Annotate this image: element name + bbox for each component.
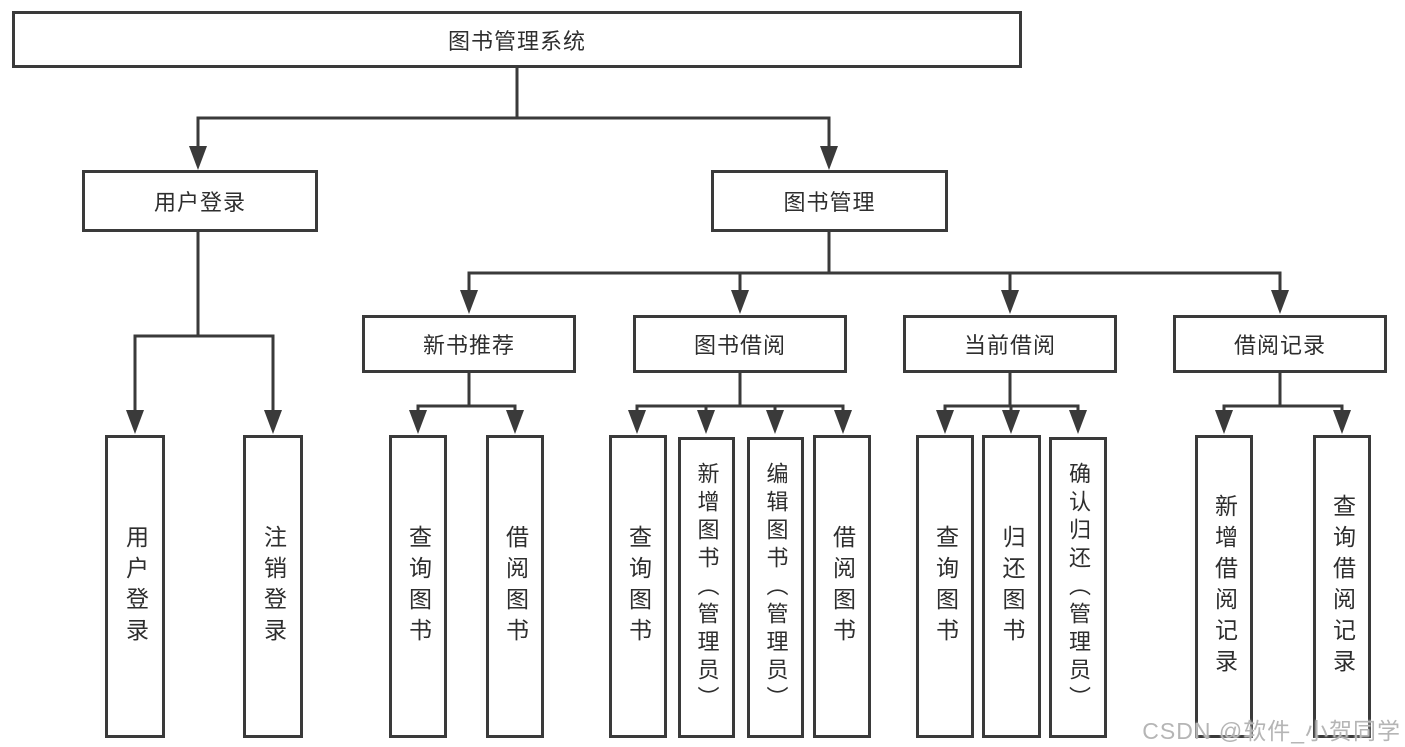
leaf-borrow-add-books-admin: 新增图书（管理员） (678, 437, 735, 738)
node-book-borrow: 图书借阅 (633, 315, 847, 373)
watermark-text: CSDN @软件_小贺同学 (1142, 718, 1401, 744)
leaf-current-confirm-return-admin: 确认归还（管理员） (1049, 437, 1107, 738)
node-book-management: 图书管理 (711, 170, 948, 232)
node-user-login: 用户登录 (82, 170, 318, 232)
leaf-logout: 注销登录 (243, 435, 303, 738)
leaf-user-login: 用户登录 (105, 435, 165, 738)
leaf-borrow-borrow-books: 借阅图书 (813, 435, 871, 738)
leaf-newrec-query-books: 查询图书 (389, 435, 447, 738)
leaf-borrow-edit-books-admin: 编辑图书（管理员） (747, 437, 804, 738)
leaf-current-query-books: 查询图书 (916, 435, 974, 738)
node-new-book-recommend: 新书推荐 (362, 315, 576, 373)
leaf-newrec-borrow-books: 借阅图书 (486, 435, 544, 738)
leaf-borrow-query-books: 查询图书 (609, 435, 667, 738)
node-root: 图书管理系统 (12, 11, 1022, 68)
node-current-borrow: 当前借阅 (903, 315, 1117, 373)
node-borrow-record: 借阅记录 (1173, 315, 1387, 373)
leaf-record-query-borrow-record: 查询借阅记录 (1313, 435, 1371, 738)
leaf-current-return-books: 归还图书 (982, 435, 1041, 738)
leaf-record-add-borrow-record: 新增借阅记录 (1195, 435, 1253, 738)
